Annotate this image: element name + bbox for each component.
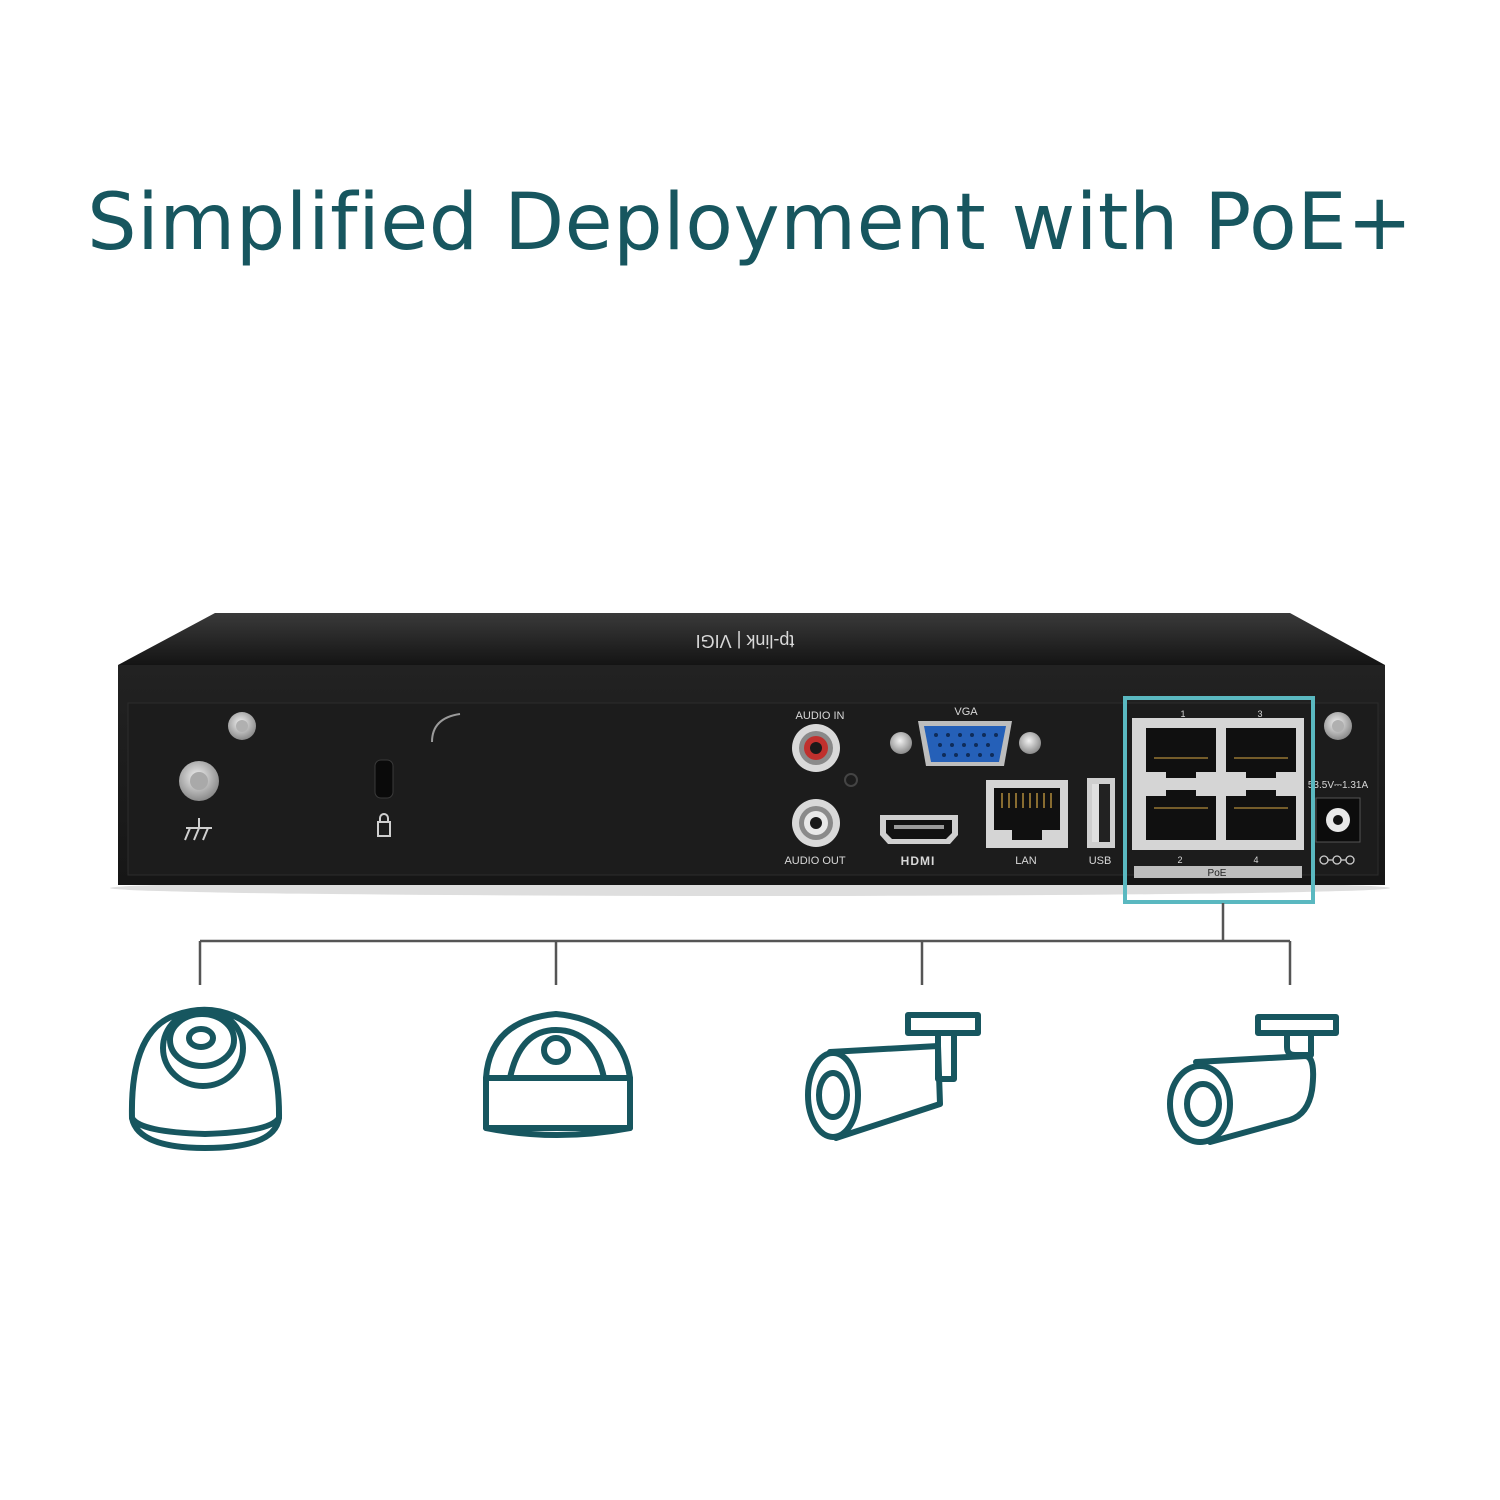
poe-port-2[interactable] xyxy=(1146,790,1216,840)
usb-port[interactable] xyxy=(1087,778,1115,848)
nvr-device: tp-link | VIGI AUDIO IN xyxy=(110,613,1390,896)
poe-label: PoE xyxy=(1208,868,1227,879)
turret-camera-icon xyxy=(483,1011,633,1138)
poe-port-1[interactable] xyxy=(1146,728,1216,778)
power-port[interactable] xyxy=(1315,797,1361,843)
connection-lines xyxy=(198,903,1292,985)
device-logo: tp-link | VIGI xyxy=(696,631,795,651)
poe-port-number: 4 xyxy=(1253,855,1258,865)
poe-port-number: 1 xyxy=(1180,709,1185,719)
hdmi-label: HDMI xyxy=(901,854,936,868)
audio-in-port[interactable] xyxy=(792,724,840,772)
audio-out-label: AUDIO OUT xyxy=(784,855,845,867)
vga-port[interactable] xyxy=(918,721,1012,766)
poe-highlight xyxy=(1123,696,1315,904)
bullet-camera-icon xyxy=(805,1012,981,1141)
poe-port-4[interactable] xyxy=(1226,790,1296,840)
lan-label: LAN xyxy=(1015,855,1036,867)
lock-slot xyxy=(374,759,394,799)
headline: Simplified Deployment with PoE+ xyxy=(87,178,1413,268)
audio-in-label: AUDIO IN xyxy=(796,710,845,722)
vga-label: VGA xyxy=(954,706,978,718)
poe-port-number: 2 xyxy=(1177,855,1182,865)
usb-label: USB xyxy=(1089,855,1112,867)
poe-port-3[interactable] xyxy=(1226,728,1296,778)
poe-port-number: 3 xyxy=(1257,709,1262,719)
device-top xyxy=(118,613,1385,665)
polarity-icon xyxy=(1319,855,1355,865)
power-rating-label: 53.5V⎓1.31A xyxy=(1308,780,1369,791)
lan-port[interactable] xyxy=(986,780,1068,848)
hdmi-port[interactable] xyxy=(880,815,958,844)
lock-icon xyxy=(377,813,391,837)
bullet-camera-icon xyxy=(1167,1014,1339,1145)
audio-out-port[interactable] xyxy=(792,799,840,847)
ground-icon xyxy=(184,818,212,841)
dome-camera-icon xyxy=(128,1006,283,1151)
